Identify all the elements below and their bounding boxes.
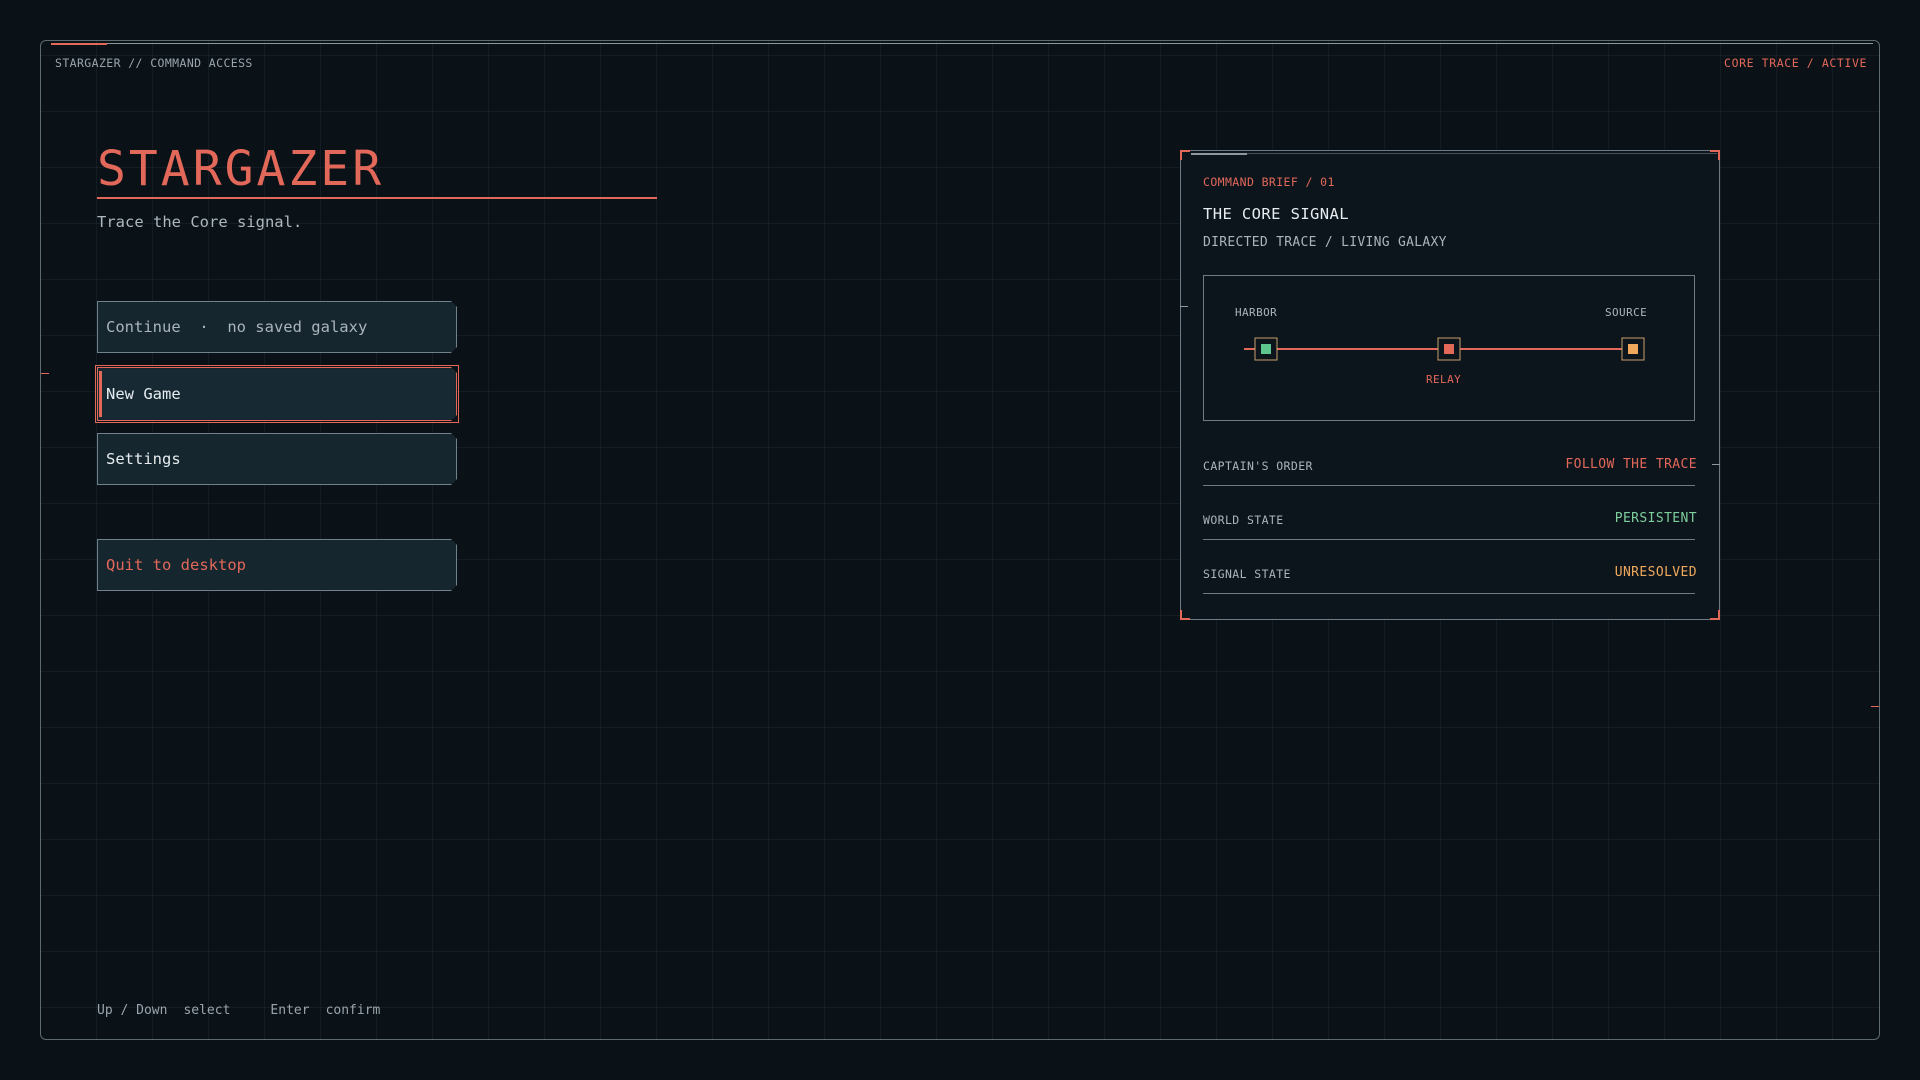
panel-top-line [1247, 153, 1717, 154]
selection-indicator [99, 371, 102, 417]
game-subtitle: Trace the Core signal. [97, 213, 303, 231]
frame-tick-left [41, 373, 49, 374]
header-status-label: CORE TRACE / ACTIVE [1724, 56, 1867, 70]
controls-hint: Up / Down select Enter confirm [97, 1003, 380, 1018]
panel-accent-line [1191, 153, 1247, 155]
route-graphic [1244, 337, 1645, 361]
frame-top-line [107, 43, 1873, 44]
quit-button[interactable]: Quit to desktop [97, 539, 457, 591]
brief-label: COMMAND BRIEF / 01 [1203, 175, 1335, 189]
game-title: STARGAZER [97, 141, 385, 197]
new-game-button[interactable]: New Game [97, 367, 457, 421]
settings-button-label: Settings [106, 450, 181, 468]
stat-key-captains-order: CAPTAIN'S ORDER [1203, 459, 1313, 473]
node-label-source: SOURCE [1605, 306, 1648, 319]
panel-corner-top-right [1710, 150, 1720, 160]
settings-button[interactable]: Settings [97, 433, 457, 485]
signal-route-diagram: HARBOR SOURCE RELAY [1203, 275, 1695, 421]
frame-accent-line [51, 43, 107, 45]
panel-corner-bottom-right [1710, 610, 1720, 620]
panel-corner-top-left [1180, 150, 1190, 160]
panel-corner-bottom-left [1180, 610, 1190, 620]
panel-tick-right [1712, 464, 1720, 465]
node-relay [1437, 337, 1461, 361]
stat-divider [1203, 593, 1695, 594]
new-game-button-label: New Game [106, 385, 181, 403]
panel-tick-left [1180, 306, 1188, 307]
stat-key-world-state: WORLD STATE [1203, 513, 1284, 527]
node-harbor [1254, 337, 1278, 361]
hint-key-enter: Enter [270, 1003, 310, 1018]
hint-action-select: select [183, 1003, 231, 1018]
stat-value-world-state: PERSISTENT [1614, 511, 1697, 526]
frame-tick-right [1871, 706, 1879, 707]
stat-value-signal-state: UNRESOLVED [1614, 565, 1697, 580]
continue-button[interactable]: Continue · no saved galaxy [97, 301, 457, 353]
header-left-label: STARGAZER // COMMAND ACCESS [55, 56, 253, 70]
brief-title: THE CORE SIGNAL [1203, 205, 1349, 223]
command-brief-panel: COMMAND BRIEF / 01 THE CORE SIGNAL DIREC… [1180, 150, 1720, 620]
brief-subtitle: DIRECTED TRACE / LIVING GALAXY [1203, 235, 1447, 250]
stat-value-captains-order: FOLLOW THE TRACE [1565, 457, 1697, 472]
new-game-selection-outline [95, 365, 459, 423]
node-label-relay: RELAY [1426, 373, 1462, 386]
stat-key-signal-state: SIGNAL STATE [1203, 567, 1291, 581]
continue-button-label: Continue · no saved galaxy [106, 318, 368, 336]
title-underline [97, 197, 657, 199]
node-source [1621, 337, 1645, 361]
stat-divider [1203, 485, 1695, 486]
stat-divider [1203, 539, 1695, 540]
quit-button-label: Quit to desktop [106, 556, 246, 574]
node-label-harbor: HARBOR [1235, 306, 1278, 319]
hint-action-confirm: confirm [325, 1003, 381, 1018]
hint-key-updown: Up / Down [97, 1003, 168, 1018]
